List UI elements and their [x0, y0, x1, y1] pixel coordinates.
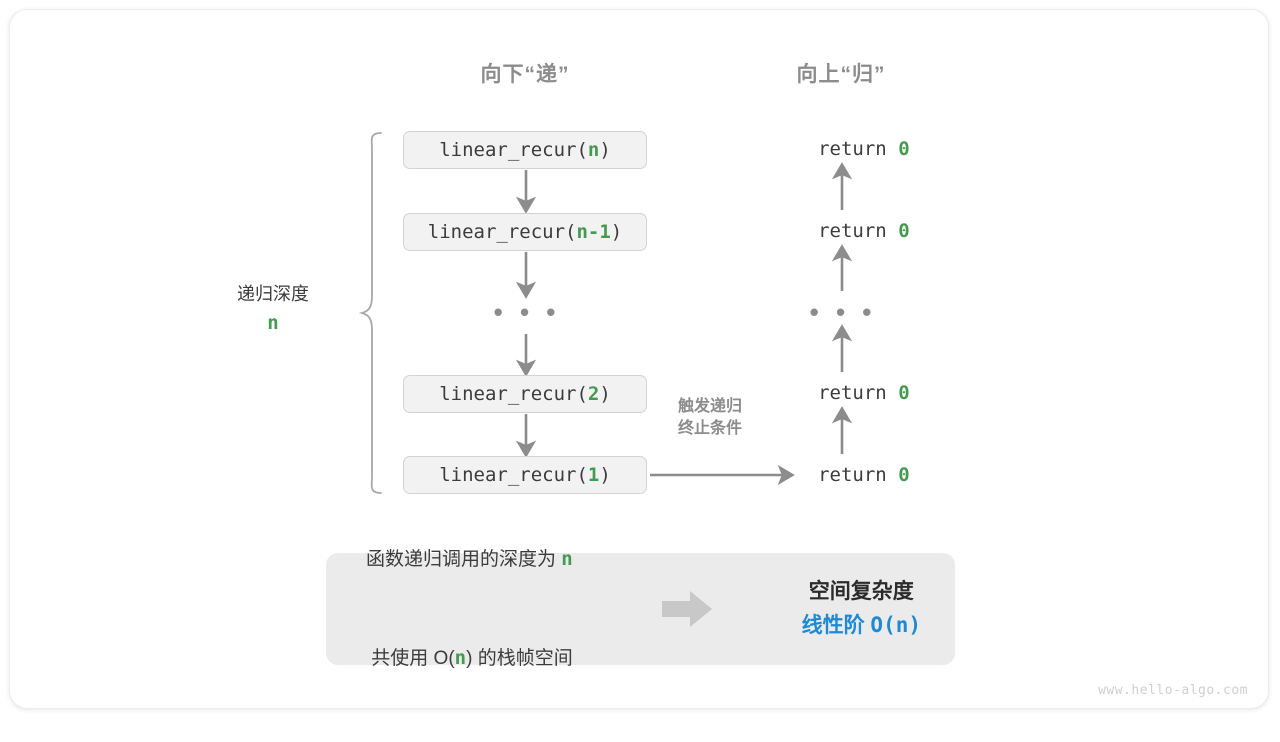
- base-case-line-1: 触发递归: [677, 398, 743, 415]
- summary-line-2-text-a: 共使用 O(: [371, 648, 455, 670]
- recursion-depth-annotation: 递归深度 n: [237, 281, 309, 338]
- call-box-suffix: ): [599, 464, 611, 486]
- return-value: 0: [898, 382, 910, 404]
- ellipsis-down: • • •: [493, 297, 561, 327]
- call-box-prefix: linear_recur(: [427, 221, 577, 243]
- summary-line-2: 共使用 O(n) 的栈帧空间: [366, 642, 573, 675]
- summary-line-1-text: 函数递归调用的深度为: [366, 548, 562, 570]
- return-value: 0: [898, 220, 910, 242]
- return-value: 0: [898, 464, 910, 486]
- heading-recursion-down: 向下“递”: [480, 63, 570, 86]
- heading-recursion-up: 向上“归”: [796, 63, 886, 86]
- site-watermark: www.hello-algo.com: [1098, 683, 1248, 698]
- summary-line-2-text-b: ) 的栈帧空间: [466, 648, 573, 670]
- call-box-arg: n: [587, 139, 600, 161]
- recursion-depth-value: n: [267, 312, 279, 334]
- space-complexity-expr: O(n): [870, 613, 921, 637]
- return-keyword: return: [818, 382, 899, 404]
- return-keyword: return: [818, 220, 899, 242]
- return-label-2: return 0: [772, 198, 910, 264]
- call-box-linear-recur-n[interactable]: linear_recur(n): [403, 131, 647, 169]
- return-label-4: return 0: [772, 442, 910, 508]
- return-label-1: return 0: [772, 116, 910, 182]
- call-box-arg: 2: [587, 383, 600, 405]
- return-value: 0: [898, 138, 910, 160]
- return-keyword: return: [818, 464, 899, 486]
- complexity-summary-panel: 函数递归调用的深度为 n 共使用 O(n) 的栈帧空间 空间复杂度 线性阶 O(…: [326, 548, 955, 669]
- recursion-depth-title: 递归深度: [237, 284, 309, 304]
- call-box-linear-recur-2[interactable]: linear_recur(2): [403, 375, 647, 413]
- call-box-prefix: linear_recur(: [439, 383, 588, 405]
- call-box-arg: n-1: [576, 221, 611, 243]
- call-box-prefix: linear_recur(: [439, 464, 588, 486]
- call-box-arg: 1: [587, 464, 600, 486]
- summary-description: 函数递归调用的深度为 n 共使用 O(n) 的栈帧空间: [366, 476, 573, 742]
- ellipsis-up: • • •: [809, 297, 877, 327]
- return-label-3: return 0: [772, 360, 910, 426]
- call-box-suffix: ): [610, 221, 623, 243]
- space-complexity-label: 线性阶: [801, 614, 871, 637]
- call-box-suffix: ): [599, 383, 611, 405]
- summary-line-1-var: n: [561, 547, 573, 570]
- base-case-annotation: 触发递归 终止条件: [678, 396, 742, 439]
- right-block-arrow-icon: [662, 591, 713, 627]
- return-keyword: return: [818, 138, 899, 160]
- call-box-prefix: linear_recur(: [439, 139, 588, 161]
- call-box-linear-recur-n-1[interactable]: linear_recur(n-1): [403, 213, 647, 251]
- call-box-suffix: ): [599, 139, 611, 161]
- summary-line-2-var: n: [454, 647, 467, 670]
- call-box-linear-recur-1[interactable]: linear_recur(1): [403, 456, 647, 494]
- diagram-canvas: 向下“递” 向上“归”: [9, 9, 1269, 709]
- base-case-line-2: 终止条件: [677, 419, 743, 437]
- space-complexity-title: 空间复杂度: [808, 580, 914, 604]
- space-complexity-value: 线性阶 O(n): [802, 609, 921, 643]
- summary-conclusion: 空间复杂度 线性阶 O(n): [802, 575, 921, 642]
- summary-line-1: 函数递归调用的深度为 n: [366, 543, 573, 576]
